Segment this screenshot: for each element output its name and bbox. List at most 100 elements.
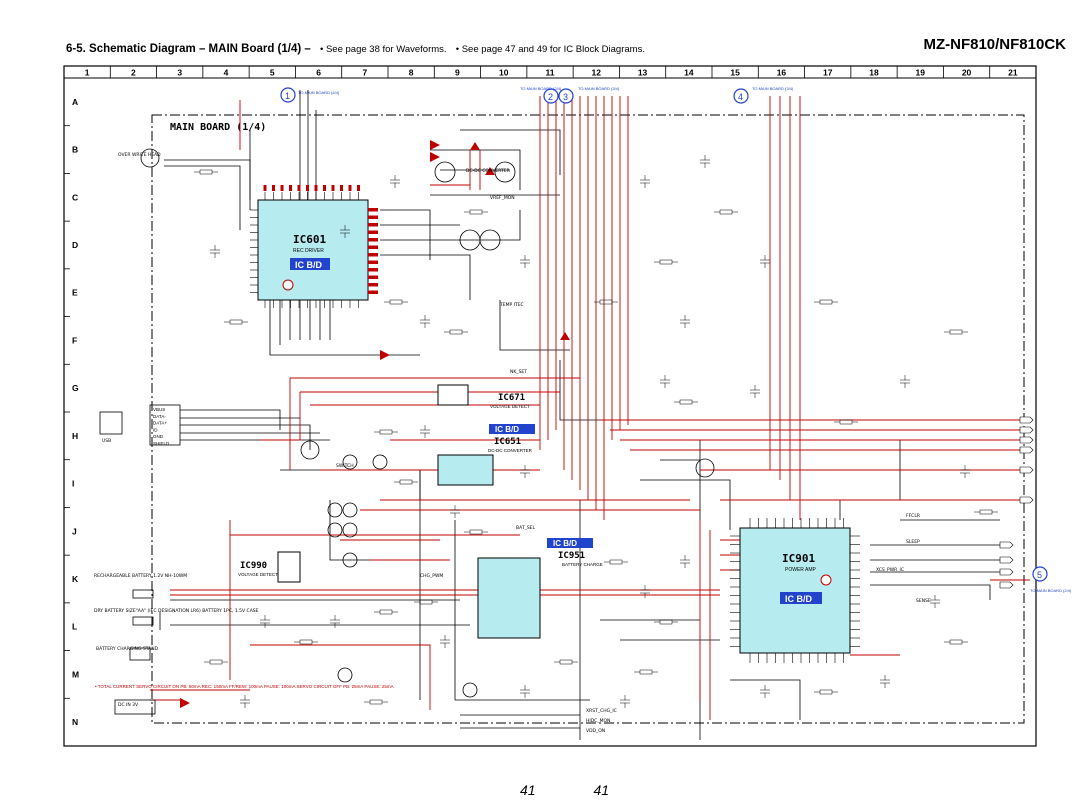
connector-3-num: 3: [563, 92, 568, 102]
ic951-tag: IC B/D: [553, 539, 577, 548]
total-current-note: • TOTAL CURRENT SERVO CIRCUIT ON PB: 50m…: [95, 684, 394, 689]
switch-label: SWITCH: [336, 463, 354, 469]
usb-pin-id: ID: [153, 427, 158, 432]
connector-4-num: 4: [738, 92, 743, 102]
connector-1-label: TO MAIN BOARD (4/4): [298, 90, 340, 95]
ic601-desc: REC DRIVER: [293, 248, 324, 254]
column-label-7: 7: [362, 68, 367, 78]
nk-set-label: NK_SET: [510, 369, 527, 375]
column-label-3: 3: [177, 68, 182, 78]
row-label-N: N: [72, 717, 78, 727]
row-label-J: J: [72, 526, 77, 536]
column-label-9: 9: [455, 68, 460, 78]
connector-1-num: 1: [285, 91, 290, 101]
battery-symbols: [114, 589, 161, 715]
ic601-tag: IC B/D: [295, 260, 323, 270]
signal-arrows: [180, 140, 570, 708]
section-title: Schematic Diagram – MAIN Board (1/4) –: [89, 43, 311, 55]
row-label-I: I: [72, 479, 74, 489]
ic901-name: IC901: [782, 552, 815, 565]
ic601-name: IC601: [293, 233, 326, 246]
connector-markers: 1 TO MAIN BOARD (4/4) 2 3 TO MAIN BOARD …: [280, 86, 1072, 593]
model-number: MZ-NF810/NF810CK: [923, 36, 1066, 53]
row-label-D: D: [72, 240, 78, 250]
usb-pin-data-: DATA-: [153, 414, 166, 419]
ic671-name: IC671: [498, 393, 525, 403]
dcdc-label: DC-DC CONVERTER: [466, 168, 510, 174]
row-label-F: F: [72, 335, 77, 345]
column-label-14: 14: [684, 68, 694, 78]
block-diagram-note: • See page 47 and 49 for IC Block Diagra…: [455, 44, 645, 55]
column-label-4: 4: [224, 68, 229, 78]
right-connectors: [999, 416, 1034, 589]
row-label-G: G: [72, 383, 79, 393]
ic651-desc: DC-DC CONVERTER: [488, 448, 533, 453]
page-number-left: 41: [520, 782, 536, 798]
dry-battery-label: DRY BATTERY SIZE"AA" (IEC DESIGNATION LR…: [94, 608, 259, 614]
column-label-16: 16: [777, 68, 787, 78]
column-label-11: 11: [546, 68, 555, 78]
sleep-label: SLEEP: [906, 539, 920, 545]
column-label-10: 10: [499, 68, 509, 78]
column-label-13: 13: [638, 68, 648, 78]
column-label-21: 21: [1008, 68, 1018, 78]
diagram-title: 6-5. Schematic Diagram – MAIN Board (1/4…: [66, 43, 645, 55]
ic951-desc: BATTERY CHARGE: [562, 562, 603, 567]
usb-connector: [99, 404, 181, 446]
component-labels: OVER WRITE HEAD USB RECHARGEABLE BATTERY…: [94, 152, 931, 734]
usb-label: USB: [102, 438, 111, 444]
column-label-15: 15: [730, 68, 740, 78]
column-label-2: 2: [131, 68, 136, 78]
ic951-name: IC951: [558, 551, 585, 561]
waveform-note: • See page 38 for Waveforms.: [320, 44, 447, 55]
ic651-block: IC B/D IC651 DC-DC CONVERTER: [437, 424, 535, 486]
connector-5-label: TO MAIN BOARD (2/4): [1030, 588, 1072, 593]
xcs-pwr-label: XCS_PWR_IC: [876, 567, 904, 573]
vref-mon-label: VREF_MON: [490, 195, 515, 201]
usb-pin-data+: DATA+: [153, 421, 167, 426]
transistor-symbols: [140, 148, 715, 698]
connector-4-label: TO MAIN BOARD (3/4): [752, 86, 794, 91]
column-label-20: 20: [962, 68, 972, 78]
column-label-6: 6: [316, 68, 321, 78]
hi-mon-label: HIDC_MON: [586, 718, 610, 724]
section-number: 6-5.: [66, 43, 86, 55]
column-label-12: 12: [592, 68, 602, 78]
ic901-desc: POWER AMP: [785, 567, 817, 573]
ic901-block: IC901 POWER AMP IC B/D: [739, 527, 851, 654]
column-label-5: 5: [270, 68, 275, 78]
column-label-19: 19: [916, 68, 926, 78]
ic651-tag: IC B/D: [495, 425, 519, 434]
bat-sel-label: BAT_SEL: [516, 525, 536, 531]
current-note: • TOTAL CURRENT SERVO CIRCUIT ON PB: 50m…: [95, 684, 394, 689]
ic990-block: IC990 VOLTAGE DETECT: [238, 551, 301, 583]
temp-label: TEMP ITEC: [499, 302, 524, 308]
charging-stand-label: BATTERY CHARGING STAND: [96, 646, 159, 652]
page-number-right: 41: [593, 782, 610, 798]
ic671-desc: VOLTAGE DETECT: [490, 404, 530, 409]
column-label-18: 18: [869, 68, 879, 78]
rechargeable-label: RECHARGEABLE BATTERY 1.2V NH-10WM: [94, 573, 187, 579]
column-label-17: 17: [823, 68, 833, 78]
passive-components: [194, 155, 998, 708]
usb-pin-shield: SHIELD: [153, 441, 170, 446]
column-label-8: 8: [409, 68, 414, 78]
ffclr-label: FFCLR: [906, 513, 920, 519]
row-label-M: M: [72, 669, 79, 679]
ic990-desc: VOLTAGE DETECT: [238, 572, 278, 577]
usb-pin-vbus: VBUS: [153, 407, 165, 412]
over-write-head-label: OVER WRITE HEAD: [118, 152, 161, 158]
schematic-frame: [63, 65, 1037, 747]
connector-2-label: TO MAIN BOARD (2/4): [520, 86, 562, 91]
page-numbers: 41 41: [520, 782, 663, 798]
connector-2-num: 2: [548, 92, 553, 102]
vdd-on-label: VDD_ON: [586, 728, 605, 734]
ic901-tag: IC B/D: [785, 594, 813, 604]
row-label-E: E: [72, 288, 78, 298]
board-label: MAIN BOARD (1/4): [170, 122, 266, 133]
connector-3-label: TO MAIN BOARD (3/4): [578, 86, 620, 91]
ic651-name: IC651: [494, 437, 521, 447]
